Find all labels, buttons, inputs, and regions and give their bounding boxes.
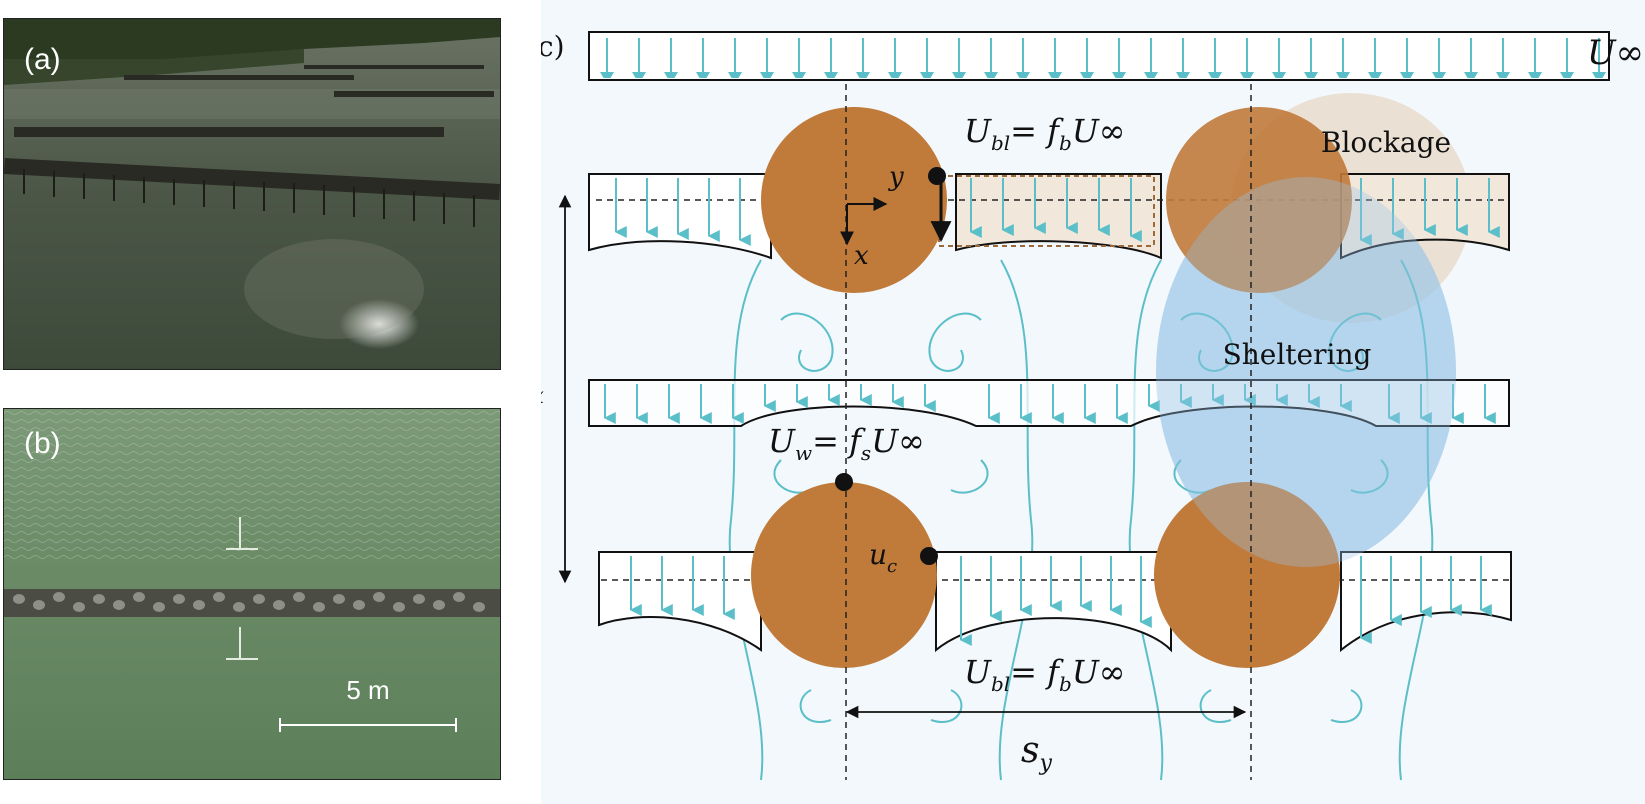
cylinder-row2-left	[751, 482, 937, 668]
u-inf-label: U∞	[1587, 33, 1644, 73]
uc-label: uc	[869, 538, 897, 577]
freestream-arrows	[591, 34, 1607, 78]
panel-b-label: (b)	[24, 427, 61, 460]
u-w-label: Uw= fsU∞	[768, 422, 925, 465]
u-bl-bottom-label: Ubl= fbU∞	[964, 653, 1125, 696]
blockage-point	[928, 167, 946, 185]
scale-bar-label: 5 m	[346, 675, 389, 705]
boundary-layer-profile-row2	[588, 379, 1510, 427]
profile-row2-arrows	[603, 384, 1496, 424]
profile-row3-arrows	[629, 556, 1492, 646]
flow-diagram: y x (c) U∞ Ubl= fbU∞ Uw= fsU∞ Ubl= fbU∞ …	[541, 0, 1645, 804]
cylinder-row1-right	[1166, 107, 1352, 293]
panel-c-label: (c)	[541, 30, 565, 63]
sheltering-label: Sheltering	[1223, 338, 1372, 371]
photo-mangrove-fence-oblique: (a)	[3, 18, 501, 370]
sx-label: sx	[541, 363, 544, 409]
blockage-label: Blockage	[1321, 126, 1451, 159]
local-axes	[840, 197, 888, 246]
cylinder-row2-right	[1154, 482, 1340, 668]
sheltering-overlay	[1156, 177, 1456, 567]
boundary-layer-profile-row3	[598, 551, 1512, 653]
cylinder-row1-left	[761, 107, 947, 293]
u-bl-top-label: Ubl= fbU∞	[964, 112, 1125, 155]
axis-x-label: x	[854, 241, 869, 271]
uc-point	[920, 547, 938, 565]
wake-point	[835, 473, 853, 491]
panel-a-label: (a)	[24, 43, 61, 76]
wake-outlines	[728, 259, 1434, 781]
axis-y-label: y	[888, 162, 904, 192]
photo-a-image	[4, 19, 500, 369]
photo-b-image: 5 m	[4, 409, 500, 779]
photo-pile-row-top-view: 5 m (b)	[3, 408, 501, 780]
profile-row1-arrows	[614, 178, 1500, 246]
cylinder-center-lines	[845, 84, 1252, 780]
sy-label: sy	[1021, 730, 1052, 776]
